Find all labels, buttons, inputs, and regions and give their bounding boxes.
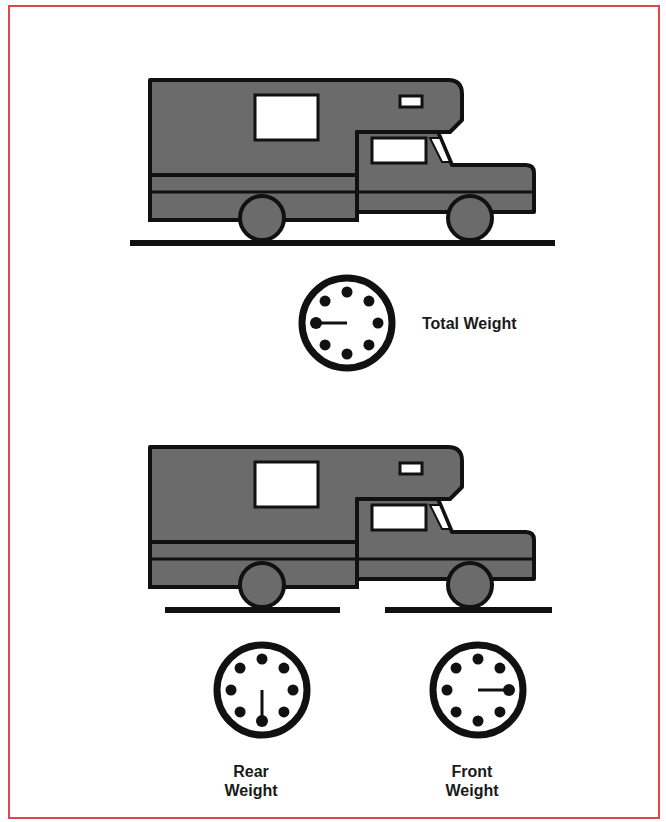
scale-platform [385,607,552,613]
scale-dial [302,278,392,368]
scale-dial [433,645,523,735]
scale-platform [130,240,555,246]
truck-camper [150,80,534,240]
scale-label: Front Weight [434,762,510,800]
scale-platform [165,607,340,613]
scale-label: Rear Weight [216,762,286,800]
scale-label: Total Weight [422,314,572,333]
scale-dial [217,645,307,735]
frame-border [9,6,659,818]
truck-camper [150,447,534,607]
